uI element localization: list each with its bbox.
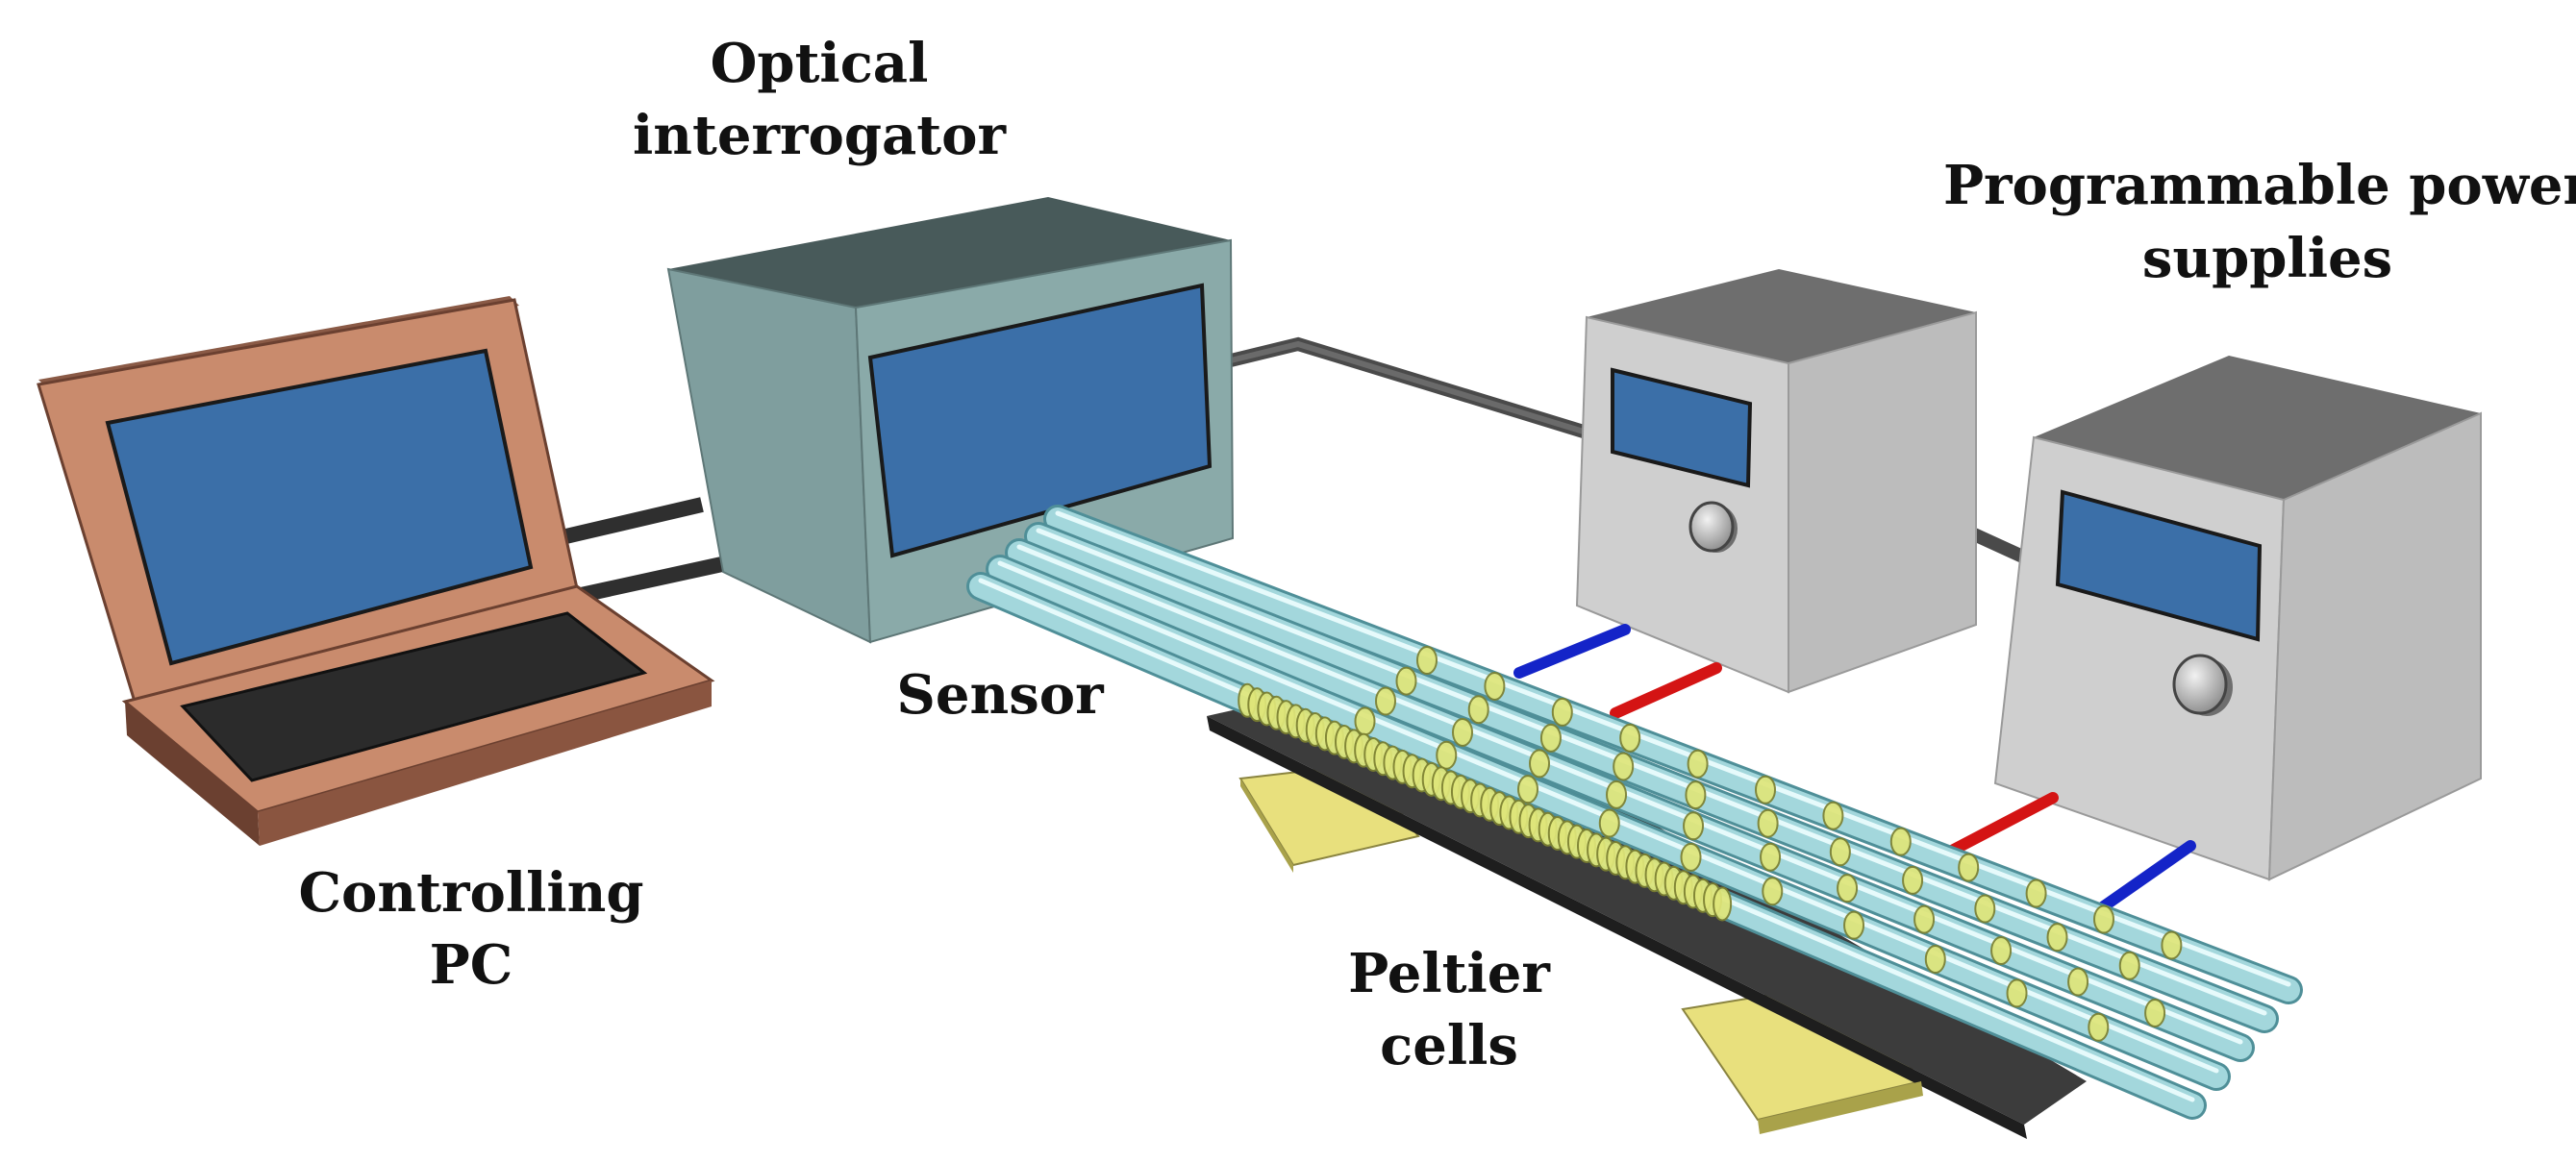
fbg-grating-icon [1436, 740, 1458, 770]
knob-icon [1688, 501, 1738, 553]
fbg-grating-icon [1484, 671, 1506, 701]
interrogator-screen [867, 283, 1213, 558]
power-supply-icon [1993, 356, 2482, 881]
wire-blue-psu2 [2095, 840, 2196, 914]
fbg-grating-icon [1924, 945, 1946, 975]
labels: Optical interrogator Programmable power … [298, 32, 2576, 1077]
fbg-grating-icon [1395, 666, 1417, 696]
fbg-grating-icon [1606, 779, 1628, 809]
psu1-top [1587, 269, 1976, 363]
fiber-3 [1005, 538, 2255, 1062]
fbg-grating-icon [1822, 801, 1844, 830]
fbg-grating-icon [1760, 842, 1782, 872]
fbg-grating-icon [1755, 775, 1776, 804]
psu2-left [1993, 435, 2286, 881]
knob-icon [2172, 654, 2233, 716]
interrogator-left [666, 267, 872, 644]
fbg-grating-icon [1685, 780, 1707, 810]
label-controlling-pc-line1: Controlling [298, 861, 643, 925]
label-optical-interrogator-line1: Optical [711, 32, 929, 95]
fbg-grating-icon [1539, 723, 1562, 753]
fiber-body [1008, 541, 2252, 1059]
fiber-highlight [1055, 510, 2291, 987]
wire-blue-psu1 [1513, 624, 1631, 679]
fbg-grating-icon [1843, 910, 1865, 940]
fbg-grating-icon [1683, 811, 1705, 841]
laptop-screen [105, 348, 534, 666]
fiber-body [1046, 507, 2300, 1002]
fbg-grating-icon [2118, 951, 2140, 980]
cable-interrogator-psu1-inner [1230, 340, 1588, 435]
label-peltier-cells-line2: cells [1380, 1014, 1518, 1077]
cable-laptop-interrogator-upper [556, 497, 704, 546]
peltier-cell-2-front [1758, 1081, 1923, 1134]
laptop-keyboard [180, 611, 648, 782]
psu2-top [2034, 356, 2481, 500]
fiber-highlight [1016, 544, 2243, 1045]
fbg-grating-icon [1990, 936, 2013, 966]
peltier-plate-front [1207, 716, 2027, 1139]
fbg-grating-icon [1974, 894, 1996, 924]
fbg-grating-icon [1529, 749, 1551, 779]
fbg-grating-icon [2067, 967, 2089, 997]
fbg-grating-icon [2006, 978, 2028, 1008]
fbg-grating-icon [1551, 697, 1573, 727]
laptop-icon [37, 296, 715, 846]
power-supply-icon [1575, 269, 1977, 694]
fbg-grating-icon [2025, 878, 2047, 908]
psu2-front [2267, 411, 2482, 881]
fbg-grating-icon [1416, 646, 1438, 675]
fbg-grating-icon [1713, 886, 1733, 922]
fiber-1 [1043, 505, 2303, 1004]
fbg-grating-icon [1375, 686, 1396, 716]
interrogator-top [668, 197, 1231, 308]
fbg-grating-icon [2088, 1012, 2110, 1042]
fbg-grating-icon [1598, 808, 1620, 838]
fbg-grating-icon [1613, 752, 1635, 781]
fbg-grating-icon [1452, 717, 1474, 747]
label-optical-interrogator-line2: interrogator [633, 104, 1008, 167]
fbg-grating-icon [1837, 874, 1859, 903]
power-wires [1513, 624, 2196, 914]
fbg-grating-icon [1517, 775, 1539, 804]
laptop-base-front [125, 702, 260, 846]
label-peltier-cells-line1: Peltier [1348, 942, 1551, 1005]
fbg-grating-icon [1829, 837, 1851, 867]
label-sensor: Sensor [896, 663, 1105, 727]
wire-red-psu1 [1610, 662, 1722, 719]
sensor-fibers [966, 505, 2303, 1120]
fbg-grating-icon [1762, 877, 1784, 906]
psu2-screen [2055, 489, 2263, 642]
fbg-grating-icon [1889, 827, 1912, 856]
psu1-screen [1611, 367, 1753, 488]
fbg-grating-icon [1467, 695, 1489, 725]
interrogator-box-icon [666, 197, 1235, 644]
peltier-cell-1-side [1240, 779, 1293, 873]
fbg-grating-icon [2093, 904, 2114, 934]
psu1-front [1788, 310, 1977, 694]
fbg-grating-icon [1757, 808, 1779, 838]
wire-red-psu2 [1946, 792, 2059, 856]
fbg-grating-icon [2161, 930, 2183, 960]
cable-laptop-interrogator-lower [575, 555, 733, 604]
laptop-base-side [258, 680, 712, 846]
fbg-grating-icon [1902, 865, 1924, 895]
label-power-supplies-line1: Programmable power [1943, 154, 2576, 217]
fbg-grating-icon [2144, 998, 2166, 1027]
label-controlling-pc-line2: PC [430, 933, 513, 997]
fbg-grating-icon [2046, 923, 2068, 953]
cables [556, 336, 2032, 604]
cable-interrogator-psu1 [1229, 336, 1589, 439]
fbg-grating-icon [1680, 842, 1702, 872]
label-power-supplies-line2: supplies [2142, 227, 2392, 290]
fbg-grating-icon [1958, 853, 1980, 882]
fbg-grating-icon [1619, 723, 1641, 753]
fbg-grating-icon [1687, 749, 1709, 779]
fbg-grating-icon [1913, 904, 1936, 934]
